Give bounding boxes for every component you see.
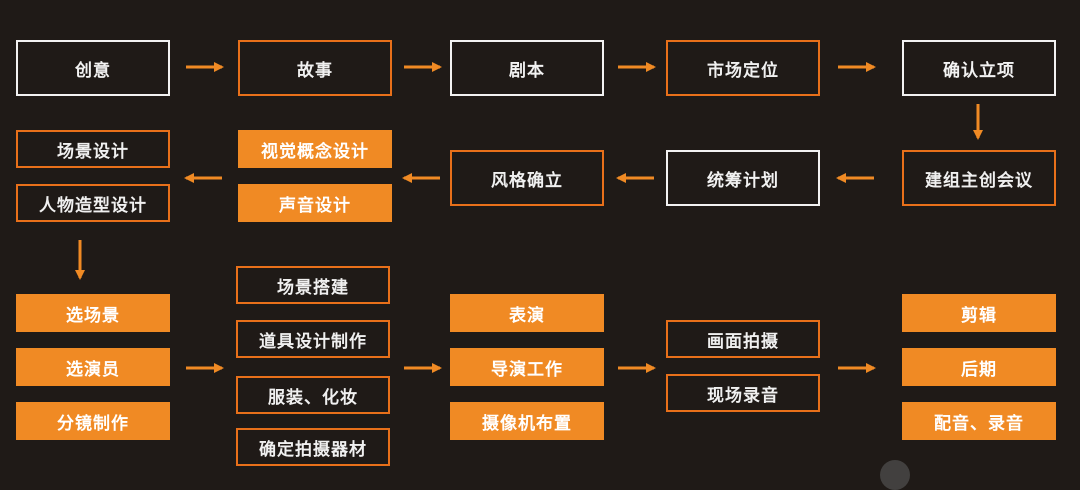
shooting-box: 画面拍摄 — [666, 320, 820, 358]
props-box: 道具设计制作 — [236, 320, 390, 358]
costume-makeup-box: 服装、化妆 — [236, 376, 390, 414]
kickoff-meeting-box: 建组主创会议 — [902, 150, 1056, 206]
project-approval-box: 确认立项 — [902, 40, 1056, 96]
sound-design-box: 声音设计 — [238, 184, 392, 222]
script-box: 剧本 — [450, 40, 604, 96]
location-box: 选场景 — [16, 294, 170, 332]
equipment-box: 确定拍摄器材 — [236, 428, 390, 466]
watermark-icon — [880, 460, 910, 490]
location-recording-box: 现场录音 — [666, 374, 820, 412]
scene-design-box: 场景设计 — [16, 130, 170, 168]
flow-arrows — [75, 62, 983, 373]
story-box: 故事 — [238, 40, 392, 96]
camera-setup-box: 摄像机布置 — [450, 402, 604, 440]
directing-box: 导演工作 — [450, 348, 604, 386]
editing-box: 剪辑 — [902, 294, 1056, 332]
dubbing-box: 配音、录音 — [902, 402, 1056, 440]
planning-box: 统筹计划 — [666, 150, 820, 206]
acting-box: 表演 — [450, 294, 604, 332]
post-production-box: 后期 — [902, 348, 1056, 386]
film-production-flowchart: 创意 故事 剧本 市场定位 确认立项 场景设计 人物造型设计 视觉概念设计 声音… — [16, 40, 1056, 490]
casting-box: 选演员 — [16, 348, 170, 386]
market-position-box: 市场定位 — [666, 40, 820, 96]
character-design-box: 人物造型设计 — [16, 184, 170, 222]
idea-box: 创意 — [16, 40, 170, 96]
set-build-box: 场景搭建 — [236, 266, 390, 304]
visual-concept-box: 视觉概念设计 — [238, 130, 392, 168]
storyboard-box: 分镜制作 — [16, 402, 170, 440]
style-box: 风格确立 — [450, 150, 604, 206]
